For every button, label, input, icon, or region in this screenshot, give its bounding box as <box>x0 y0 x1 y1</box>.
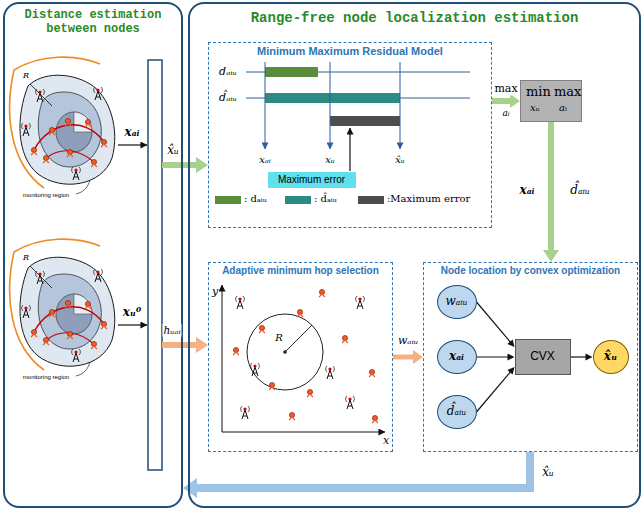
edge-label: wₐᵢᵤ <box>397 334 419 347</box>
position-label: xᵤ <box>324 154 336 166</box>
dashed-box: Node location by convex optimization wₐᵢᵤ… <box>423 262 638 452</box>
legend-text: : dₐᵢᵤ <box>244 193 267 205</box>
dashed-box: Adaptive minimum hop selection <box>208 262 393 452</box>
arrowhead <box>510 94 520 108</box>
edge-label: max <box>493 82 518 95</box>
input-circle: wₐᵢᵤ <box>437 285 477 319</box>
arrowhead <box>183 478 197 498</box>
region-label: monitoring region <box>22 192 70 199</box>
connector <box>477 302 515 347</box>
solver-box: CVX <box>515 339 571 375</box>
symbol-text: x̂ᵤ <box>604 349 617 363</box>
edge-label: x̂ᵤ <box>541 465 555 479</box>
box-title: Adaptive minimum hop selection <box>211 265 390 277</box>
connector <box>477 367 515 412</box>
connector <box>571 354 593 361</box>
connector-line <box>477 302 511 342</box>
axis-label: y <box>211 285 219 298</box>
distance-label: d̂ₐᵢᵤ <box>218 91 238 104</box>
connector-line <box>492 98 512 104</box>
arrowhead <box>507 339 514 347</box>
radius-label: R <box>22 253 30 263</box>
panel: Range-free node localization estimationM… <box>188 2 641 508</box>
legend-swatch <box>215 196 241 204</box>
legend-text: :Maximum error <box>387 193 470 205</box>
connector-line <box>548 122 554 252</box>
connector-line <box>393 355 415 360</box>
legend-text: : d̂ₐᵢᵤ <box>314 193 337 205</box>
radius-label: R <box>22 71 30 81</box>
distance-label: dₐᵢᵤ <box>218 65 238 78</box>
connector <box>183 157 208 173</box>
panel-title: Distance estimation between nodes <box>5 8 181 37</box>
connector-line <box>195 452 530 488</box>
operator-box: minmax xᵤ aᵢ <box>520 80 582 122</box>
arrowhead <box>508 354 515 361</box>
connector-line <box>571 356 587 357</box>
legend-swatch <box>285 196 311 204</box>
operator-text: min <box>526 84 551 100</box>
panel-title: Range-free node localization estimation <box>194 10 635 27</box>
symbol-text: d̂ₐᵢᵤ <box>447 404 466 418</box>
region-label: monitoring region <box>22 374 70 381</box>
symbol-text: xₐᵢ <box>449 349 464 363</box>
edge-label: hᵤₐᵢ <box>162 324 181 337</box>
connector-line <box>183 162 198 168</box>
box-title: Minimum Maximum Residual Model <box>211 45 489 58</box>
arrowhead <box>196 337 208 353</box>
arrowhead <box>507 367 514 375</box>
subscript-label: aᵢ <box>501 108 510 119</box>
connector <box>183 452 530 498</box>
signal-label: xₐᵢ <box>519 183 536 197</box>
arrowhead <box>196 157 208 173</box>
arrowhead <box>413 350 423 364</box>
input-circle: d̂ₐᵢᵤ <box>437 395 477 429</box>
connector-line <box>183 342 198 348</box>
connector <box>393 350 423 364</box>
box-title: Node location by convex optimization <box>426 265 635 277</box>
radius-label: R <box>274 332 284 344</box>
axis-label: x <box>382 434 390 447</box>
arrowhead <box>543 250 559 262</box>
edge-label: x̂ᵤ <box>166 143 180 157</box>
input-circle: xₐᵢ <box>437 340 477 374</box>
signal-label: xᵤ⁰ <box>122 305 143 319</box>
operator-text: max <box>554 84 581 100</box>
connector <box>492 94 520 108</box>
operator-subscript: aᵢ <box>559 102 567 114</box>
callout-text: Maximum error <box>278 174 345 186</box>
operator-subscript: xᵤ <box>530 102 540 114</box>
signal-label: xₐᵢ <box>124 125 141 139</box>
output-circle: x̂ᵤ <box>593 340 629 374</box>
connector <box>543 122 559 262</box>
position-label: xₐᵢ <box>258 154 271 166</box>
callout-box: Maximum error <box>268 172 356 188</box>
connector <box>477 354 515 361</box>
edge-label: d̂ₐᵢᵤ <box>569 183 590 197</box>
symbol-text: wₐᵢᵤ <box>446 294 468 308</box>
connector-line <box>477 356 509 357</box>
legend-swatch <box>358 196 384 204</box>
connector <box>183 337 208 353</box>
arrowhead <box>586 354 593 361</box>
connector-line <box>477 372 511 412</box>
position-label: x̂ᵤ <box>394 154 406 166</box>
solver-text: CVX <box>530 349 555 363</box>
